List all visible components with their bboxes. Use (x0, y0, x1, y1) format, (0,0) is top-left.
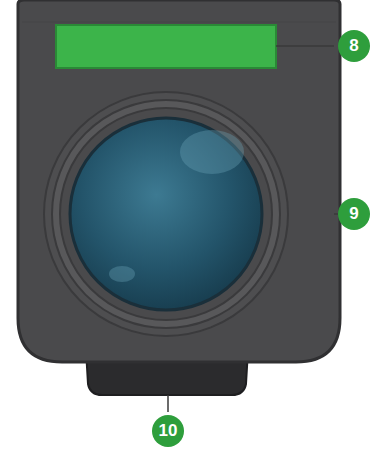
lens-highlight (180, 130, 244, 174)
lens-ring (60, 108, 272, 320)
lens-glass (70, 118, 262, 310)
lens-ring (44, 92, 288, 336)
lens-ring (52, 100, 280, 328)
lens-highlight (109, 266, 135, 282)
leader-line (276, 45, 334, 47)
callout-number: 8 (338, 30, 370, 62)
leader-line (167, 395, 169, 412)
callout-number: 10 (152, 415, 184, 447)
body-edge (22, 22, 336, 23)
device-body (18, 0, 340, 362)
callout-number: 9 (338, 198, 370, 230)
status-display (56, 25, 276, 68)
